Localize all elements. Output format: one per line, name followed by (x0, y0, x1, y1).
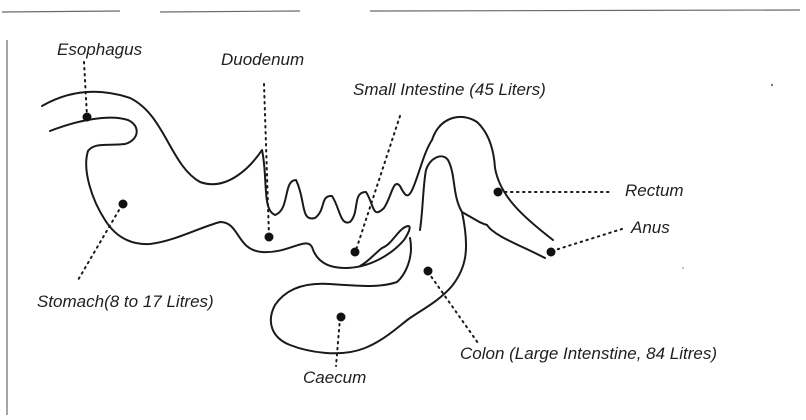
caecum-label: Caecum (303, 369, 366, 386)
caecum-wall (271, 212, 466, 353)
rectum-dot (494, 188, 503, 197)
esophagus-inner-wall (50, 118, 137, 151)
tract-lower-wall (86, 151, 409, 268)
small-intestine-dot (351, 248, 360, 257)
scan-speck (682, 267, 684, 269)
anus-label: Anus (631, 219, 670, 236)
duodenum-dot (265, 233, 274, 242)
small-intestine-leader (356, 116, 400, 250)
duodenum-label: Duodenum (221, 51, 304, 68)
colon-leader (428, 272, 478, 343)
caecum-leader (336, 318, 340, 366)
stomach-leader (78, 205, 122, 280)
esophagus-dot (83, 113, 92, 122)
colon-label: Colon (Large Intenstine, 84 Litres) (460, 345, 717, 362)
stomach-label: Stomach(8 to 17 Litres) (37, 293, 214, 310)
tract-upper-wall (42, 92, 553, 240)
colon-dot (424, 267, 433, 276)
rectum-label: Rectum (625, 182, 684, 199)
small-intestine-label: Small Intestine (45 Liters) (353, 81, 546, 98)
anus-dot (547, 248, 556, 257)
frame-top-edge (2, 10, 800, 12)
esophagus-leader (84, 62, 87, 116)
anus-leader (552, 229, 622, 251)
stomach-dot (119, 200, 128, 209)
duodenum-leader (264, 84, 269, 236)
caecum-dot (337, 313, 346, 322)
colon-inner-wall (420, 156, 545, 258)
scan-speck (771, 84, 773, 86)
esophagus-label: Esophagus (57, 41, 142, 58)
